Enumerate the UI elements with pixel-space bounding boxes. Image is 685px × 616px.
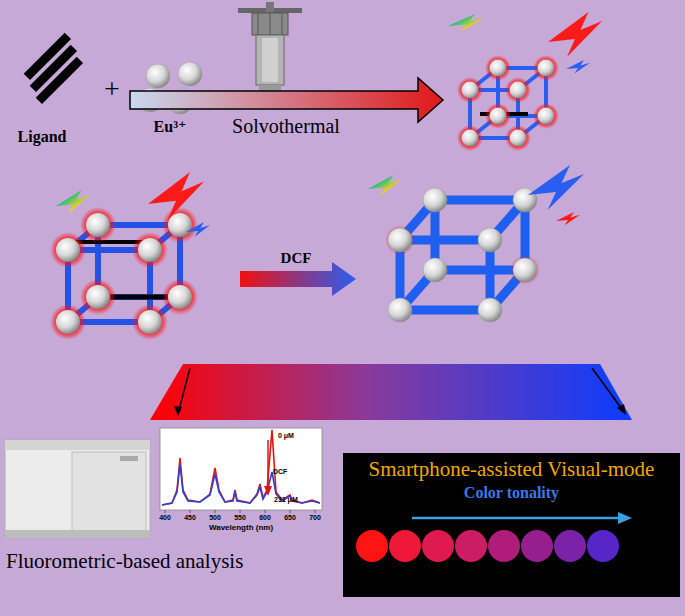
autoclave bbox=[238, 2, 302, 91]
reagent-label: Ligand bbox=[18, 128, 67, 146]
tick-label: 700 bbox=[309, 514, 321, 522]
tick-label: 450 bbox=[184, 514, 196, 522]
ligand-icon bbox=[24, 33, 83, 104]
reagent-label: Eu³⁺ bbox=[154, 118, 187, 136]
tick-label: 500 bbox=[209, 514, 221, 522]
tick-label: 600 bbox=[259, 514, 271, 522]
series-label: 231 μM bbox=[274, 496, 298, 504]
emission-bolts bbox=[368, 165, 584, 226]
display-panel: Smartphone-assisted Visual-modeColor ton… bbox=[343, 453, 680, 597]
panel-subheading: Color tonality bbox=[464, 484, 559, 502]
process-label: Solvothermal bbox=[232, 115, 340, 137]
axis-label: Wavelength (nm) bbox=[209, 524, 273, 533]
tick-label: 400 bbox=[159, 514, 171, 522]
fluorometer bbox=[5, 440, 150, 538]
emission-bolts bbox=[448, 12, 602, 74]
emission-bolts bbox=[56, 172, 210, 237]
emission-spectrum bbox=[160, 428, 322, 513]
series-label: 0 μM bbox=[278, 432, 294, 440]
caption-text: Fluorometric-based analysis bbox=[6, 550, 243, 573]
panel-heading: Smartphone-assisted Visual-mode bbox=[369, 457, 655, 481]
reaction-arrow bbox=[240, 262, 356, 296]
analyte-label: DCF bbox=[281, 250, 312, 267]
series-label: DCF bbox=[273, 468, 287, 476]
color-gradient-band bbox=[150, 364, 632, 420]
mof-cube-small bbox=[457, 55, 559, 151]
tick-label: 650 bbox=[284, 514, 296, 522]
mof-cube-blue bbox=[385, 188, 540, 322]
plus-sign: + bbox=[104, 74, 120, 105]
tick-label: 550 bbox=[234, 514, 246, 522]
mof-cube-red bbox=[50, 207, 198, 340]
